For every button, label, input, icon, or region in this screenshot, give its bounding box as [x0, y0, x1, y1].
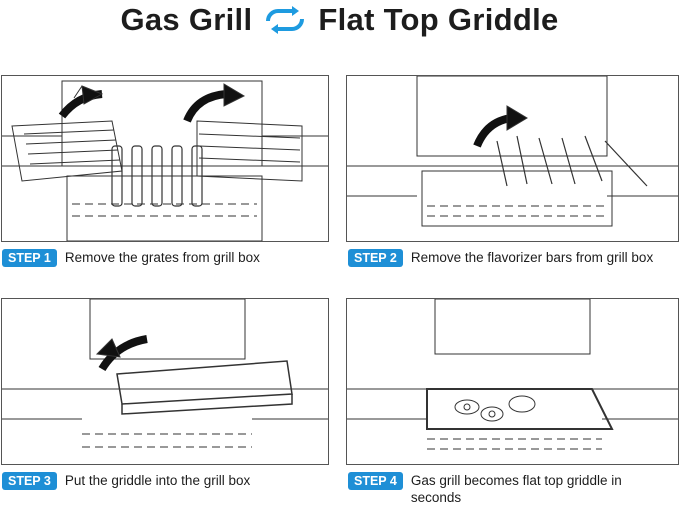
step-badge: STEP 4 — [348, 472, 403, 490]
step3-illustration — [1, 298, 329, 465]
step2-illustration — [346, 75, 679, 242]
title-left: Gas Grill — [120, 2, 253, 37]
step-text: Gas grill becomes flat top griddle in se… — [410, 473, 622, 505]
step-text: Put the griddle into the grill box — [64, 473, 251, 488]
step-badge: STEP 2 — [348, 249, 403, 267]
step-2: STEP 2 Remove the flavorizer bars from g… — [348, 249, 679, 267]
step-1: STEP 1 Remove the grates from grill box — [2, 249, 335, 267]
step-4: STEP 4 Gas grill becomes flat top griddl… — [348, 472, 666, 506]
step-text: Remove the flavorizer bars from grill bo… — [410, 250, 654, 265]
swap-arrows-icon — [266, 6, 305, 34]
step-badge: STEP 1 — [2, 249, 57, 267]
step-badge: STEP 3 — [2, 472, 57, 490]
title-right: Flat Top Griddle — [318, 2, 559, 37]
step1-illustration — [1, 75, 329, 242]
step-text: Remove the grates from grill box — [64, 250, 260, 265]
step-3: STEP 3 Put the griddle into the grill bo… — [2, 472, 335, 490]
page-title: Gas Grill Flat Top Griddle — [0, 0, 679, 40]
step4-illustration — [346, 298, 679, 465]
